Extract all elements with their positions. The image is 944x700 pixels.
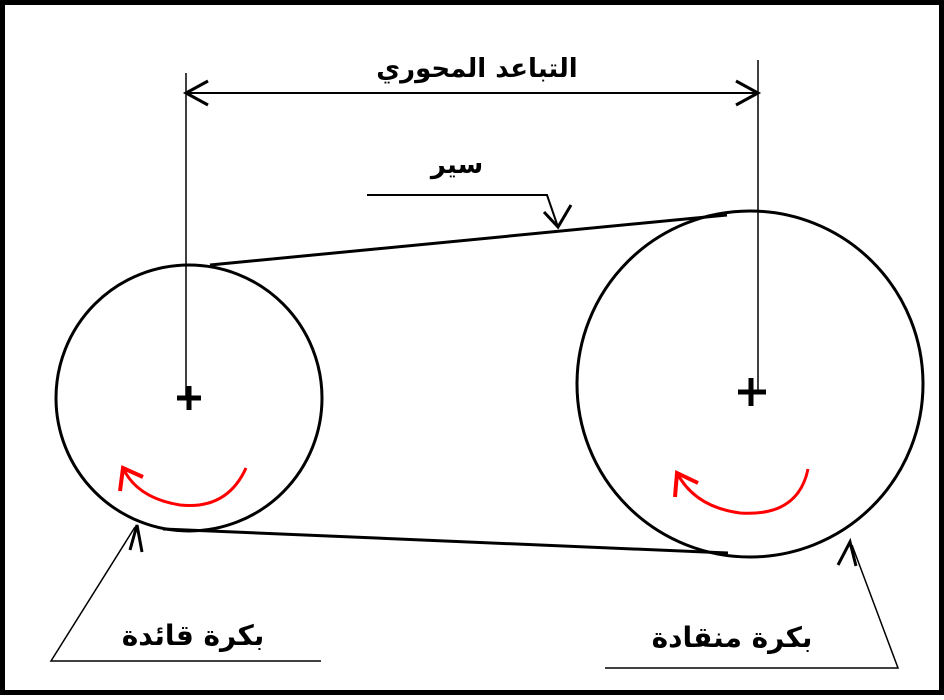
center-distance-label: التباعد المحوري [376, 54, 577, 84]
center-distance-dimension [182, 79, 762, 107]
driven-pulley-label: بكرة منقادة [652, 621, 813, 654]
belt-leader [367, 194, 573, 230]
driver-center-cross [177, 386, 201, 410]
belt-lower-span [162, 527, 729, 555]
belt-upper-span [209, 213, 728, 267]
driven-center-cross [738, 378, 766, 406]
driven-rotation-arrow [673, 468, 810, 515]
belt-drive-diagram: التباعد المحوري سير بكرة قائدة بكرة منقا… [49, 54, 925, 669]
driven-pulley-leader [605, 537, 900, 669]
driven-pulley [575, 209, 925, 559]
belt-label: سير [429, 150, 483, 180]
driver-pulley-leader [49, 524, 321, 662]
driver-pulley-label: بكرة قائدة [122, 619, 265, 652]
driver-rotation-arrow [118, 465, 248, 508]
